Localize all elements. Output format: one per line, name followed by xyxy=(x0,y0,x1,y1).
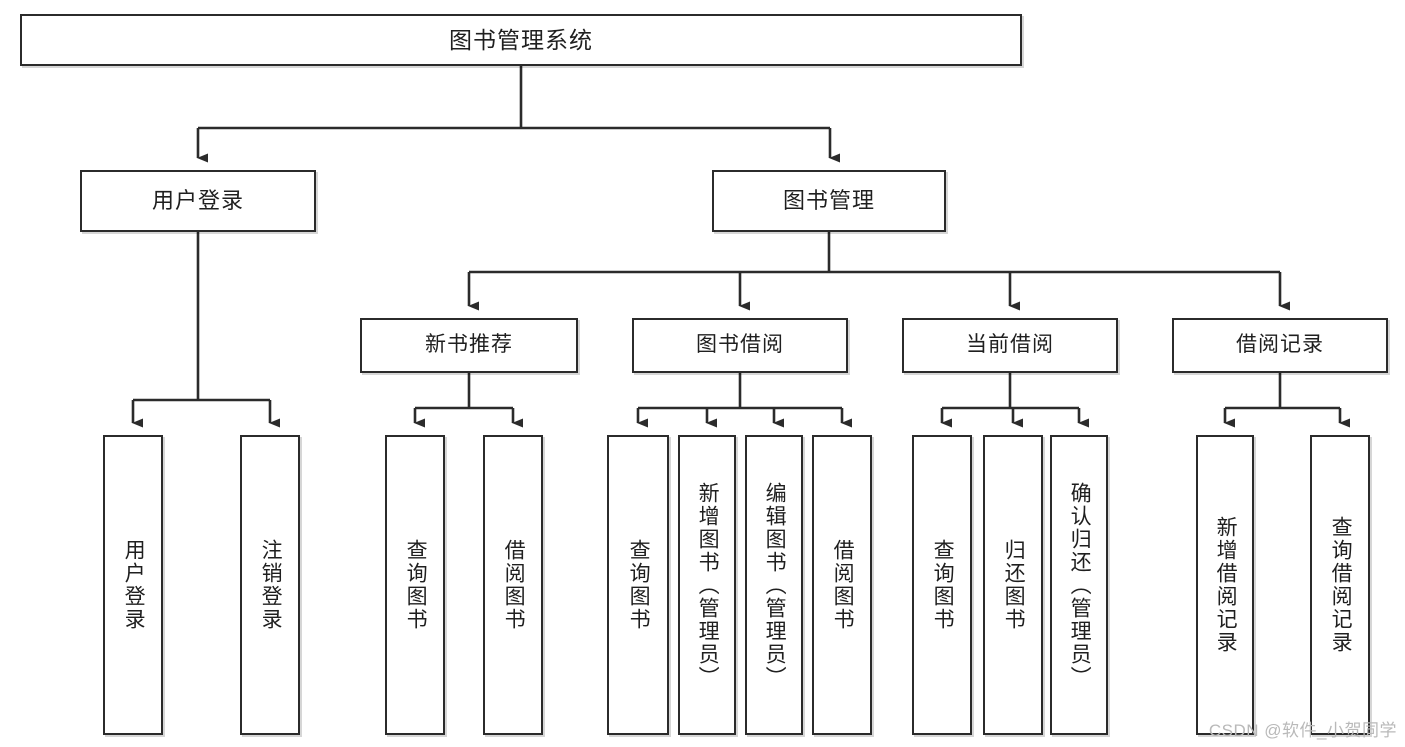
node-label: 查询图书 xyxy=(931,539,955,631)
node-leaf-query-borrow-record[interactable]: 查询借阅记录 xyxy=(1310,435,1370,735)
node-label: 图书管理 xyxy=(782,188,875,214)
node-label: 图书借阅 xyxy=(696,333,784,357)
node-label: 查询图书 xyxy=(404,539,428,631)
node-leaf-edit-book-admin[interactable]: 编辑图书（管理员） xyxy=(745,435,803,735)
node-book-borrow[interactable]: 图书借阅 xyxy=(632,318,848,373)
node-leaf-add-book-admin[interactable]: 新增图书（管理员） xyxy=(678,435,736,735)
csdn-watermark: CSDN @软件_小贺同学 xyxy=(1208,721,1397,740)
node-label: 借阅记录 xyxy=(1236,333,1324,357)
node-leaf-logout-login[interactable]: 注销登录 xyxy=(240,435,300,735)
node-new-book-recommend[interactable]: 新书推荐 xyxy=(360,318,578,373)
node-label: 借阅图书 xyxy=(831,539,855,631)
node-label: 用户登录 xyxy=(122,539,146,631)
node-leaf-borrow-book-1[interactable]: 借阅图书 xyxy=(483,435,543,735)
node-leaf-confirm-return-admin[interactable]: 确认归还（管理员） xyxy=(1050,435,1108,735)
node-label: 确认归还（管理员） xyxy=(1068,481,1092,689)
node-borrow-record[interactable]: 借阅记录 xyxy=(1172,318,1388,373)
node-label: 编辑图书（管理员） xyxy=(763,481,787,689)
node-book-management[interactable]: 图书管理 xyxy=(712,170,946,232)
node-label: 图书管理系统 xyxy=(449,26,593,53)
node-leaf-return-book[interactable]: 归还图书 xyxy=(983,435,1043,735)
node-leaf-query-book-3[interactable]: 查询图书 xyxy=(912,435,972,735)
node-label: 新书推荐 xyxy=(425,333,513,357)
node-label: 当前借阅 xyxy=(966,333,1054,357)
node-leaf-add-borrow-record[interactable]: 新增借阅记录 xyxy=(1196,435,1254,735)
node-leaf-query-book-1[interactable]: 查询图书 xyxy=(385,435,445,735)
node-user-login[interactable]: 用户登录 xyxy=(80,170,316,232)
node-leaf-borrow-book-2[interactable]: 借阅图书 xyxy=(812,435,872,735)
node-label: 查询图书 xyxy=(627,539,651,631)
node-book-management-system[interactable]: 图书管理系统 xyxy=(20,14,1022,66)
node-label: 归还图书 xyxy=(1002,539,1026,631)
node-label: 新增图书（管理员） xyxy=(696,481,720,689)
node-label: 借阅图书 xyxy=(502,539,526,631)
node-label: 注销登录 xyxy=(259,539,283,631)
node-current-borrow[interactable]: 当前借阅 xyxy=(902,318,1118,373)
node-leaf-query-book-2[interactable]: 查询图书 xyxy=(607,435,669,735)
node-leaf-user-login[interactable]: 用户登录 xyxy=(103,435,163,735)
node-label: 用户登录 xyxy=(151,188,244,214)
node-label: 新增借阅记录 xyxy=(1214,516,1238,654)
node-label: 查询借阅记录 xyxy=(1329,516,1353,654)
